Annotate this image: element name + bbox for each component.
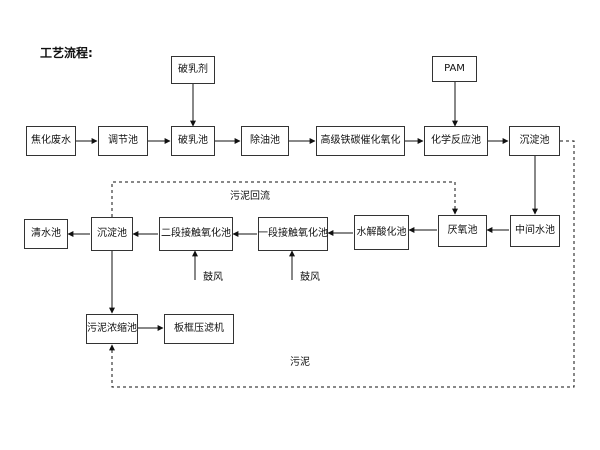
node-demulsify-tank: 破乳池 — [171, 126, 215, 156]
label-sludge: 污泥 — [290, 357, 310, 368]
node-intermediate-tank: 中间水池 — [510, 215, 560, 247]
node-oil-removal-tank: 除油池 — [241, 126, 289, 156]
label-blower-2: 鼓风 — [300, 272, 320, 283]
diagram-title: 工艺流程: — [40, 46, 93, 60]
node-coking-wastewater: 焦化废水 — [26, 126, 76, 156]
label-blower-1: 鼓风 — [203, 272, 223, 283]
node-filter-press: 板框压滤机 — [164, 314, 234, 344]
node-clear-water-tank: 清水池 — [24, 219, 68, 249]
node-regulating-tank: 调节池 — [98, 126, 148, 156]
edge-sludge-to-thickener — [109, 140, 575, 388]
node-pam: PAM — [432, 56, 477, 82]
node-hydrolysis-tank: 水解酸化池 — [354, 215, 409, 250]
node-contact-oxidation-2: 二段接触氧化池 — [159, 217, 233, 251]
node-sludge-thickener: 污泥浓缩池 — [86, 314, 138, 344]
node-contact-oxidation-1: 一段接触氧化池 — [258, 217, 328, 251]
node-chemical-reaction-tank: 化学反应池 — [424, 126, 488, 156]
node-demulsifier: 破乳剂 — [171, 56, 215, 84]
node-anoxic-tank: 厌氧池 — [438, 215, 487, 247]
label-sludge-return: 污泥回流 — [230, 191, 270, 202]
edge-sludge-return — [111, 181, 458, 217]
node-settling-tank-2: 沉淀池 — [91, 217, 133, 251]
node-settling-tank-1: 沉淀池 — [509, 126, 560, 156]
node-iron-carbon-oxidation: 高级铁碳催化氧化 — [316, 126, 405, 156]
